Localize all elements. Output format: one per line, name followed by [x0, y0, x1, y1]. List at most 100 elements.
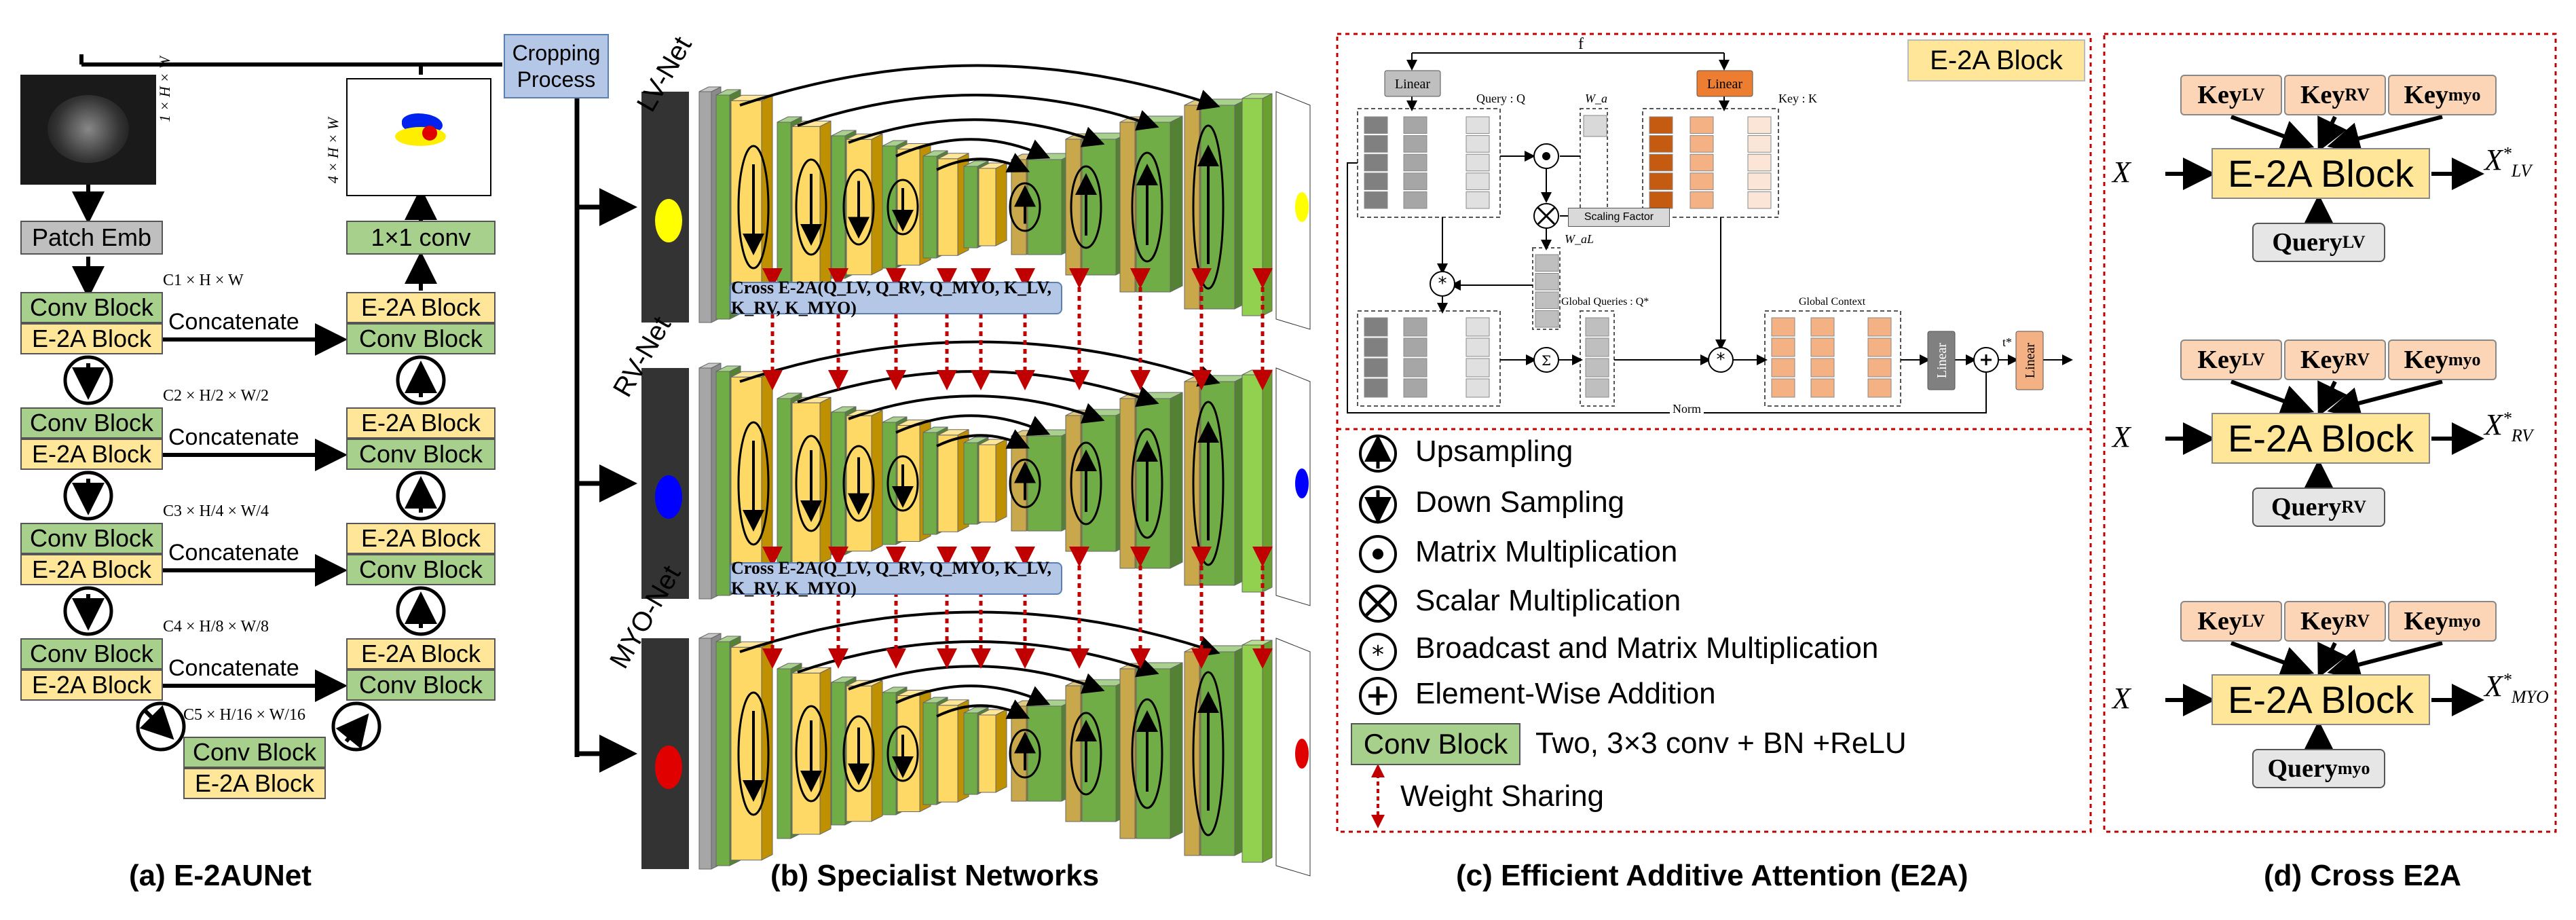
decoder-conv-block: Conv Block — [346, 323, 496, 354]
downsampling-ellipse — [842, 445, 875, 522]
key-cell — [1747, 191, 1772, 209]
encoder-green-layer — [715, 641, 730, 866]
encoder-green-layer-top — [777, 663, 802, 669]
encoder-yellow-layer — [937, 705, 958, 803]
svg-text:Linear: Linear — [1707, 77, 1743, 92]
encoder-green-layer-top — [715, 89, 741, 96]
query-cell — [1364, 191, 1388, 209]
encoder-e2a-block: E-2A Block — [20, 554, 163, 585]
context-cell — [1810, 378, 1835, 398]
context-cell — [1867, 337, 1892, 357]
key-cell — [1649, 172, 1673, 190]
svg-text:Linear: Linear — [1395, 77, 1431, 92]
encoder-e2a-block: E-2A Block — [20, 323, 163, 354]
input-layer — [698, 638, 712, 870]
norm-label: Norm — [1670, 402, 1704, 416]
downsampling-ellipse — [795, 158, 827, 256]
decoder-green-layer — [1200, 651, 1235, 856]
output-mask — [1295, 739, 1309, 769]
key-cell — [1747, 135, 1772, 153]
token-cell — [1364, 317, 1388, 337]
decoder-green-layer — [1136, 668, 1171, 839]
upsampling-ellipse — [1009, 729, 1041, 779]
encoder-yellow-layer — [897, 149, 920, 265]
downsampling-ellipse — [886, 455, 919, 512]
svg-text:Σ: Σ — [1542, 352, 1551, 369]
x-output-label: X*LV — [2484, 143, 2532, 181]
upsampling-ellipse — [1131, 698, 1163, 809]
skip-connection-arc — [936, 429, 1030, 449]
legend-down-arrow-text: Down Sampling — [1415, 485, 1625, 519]
cross-e2a-arrow — [2317, 115, 2347, 152]
query-cell — [1403, 172, 1427, 190]
panel-d-caption: (d) Cross E2A — [2264, 859, 2461, 892]
svg-text:*: * — [1438, 274, 1447, 294]
encoder-yellow-layer — [897, 425, 920, 542]
encoder-green-layer — [882, 145, 897, 269]
structure-mask — [655, 746, 682, 789]
encoder-conv-block: Conv Block — [20, 407, 163, 439]
legend-icons — [1359, 435, 1397, 715]
output-mask-plane — [1275, 638, 1311, 877]
encoder-green-layer-top — [922, 150, 948, 157]
output-mask — [1295, 468, 1309, 498]
wa-cell — [1583, 115, 1607, 137]
input-layer-top — [698, 86, 722, 92]
encoder-green-layer-top — [963, 437, 989, 443]
key-cell — [1747, 153, 1772, 172]
decoder-green-layer — [1027, 159, 1062, 255]
decoder-conv-block: Conv Block — [346, 669, 496, 701]
downsampling-ellipse — [737, 145, 770, 270]
upsampling-ellipse — [1131, 151, 1163, 263]
x-input-label: X — [2112, 420, 2131, 454]
query-cell — [1364, 153, 1388, 172]
upsampling-ellipse — [1009, 182, 1041, 232]
cross-e2a-arrow — [2317, 642, 2347, 678]
wal-cell — [1535, 273, 1559, 291]
panel-c-caption: (c) Efficient Additive Attention (E2A) — [1456, 859, 1968, 892]
encoder-yellow-layer — [897, 695, 920, 812]
tstar-label: t* — [2002, 335, 2013, 349]
legend-conv-block: Conv Block — [1351, 723, 1520, 765]
downsampling-ellipse — [737, 691, 770, 816]
panel-c-frames — [1336, 33, 2557, 833]
encoder-green-layer-top — [882, 140, 908, 147]
global-query-cell — [1585, 337, 1609, 357]
structure-mask — [655, 199, 682, 242]
output-layer-top — [1242, 93, 1273, 99]
output-mask-plane — [1275, 91, 1311, 330]
skip-connection-arc — [739, 610, 1220, 657]
token-cell — [1403, 317, 1427, 337]
decoder-green-layer-side — [1170, 392, 1183, 569]
downsampling-ellipse — [842, 168, 875, 246]
cropping-process-box: Cropping Process — [504, 34, 609, 98]
encoder-yellow-layer — [978, 714, 996, 793]
panel-a-caption: (a) E-2AUNet — [129, 859, 312, 892]
query-cell — [1466, 116, 1490, 134]
global-query-cell — [1585, 317, 1609, 337]
decoder-green-layer — [1200, 105, 1235, 310]
key-cell — [1690, 153, 1714, 172]
encoder-yellow-layer-top — [937, 699, 969, 706]
wal-cell — [1535, 291, 1559, 309]
upsampling-ellipse — [1070, 165, 1102, 249]
encoder-green-layer — [963, 166, 978, 249]
cross-e2a-arrow — [2327, 641, 2443, 681]
concatenate-label: Concatenate — [168, 424, 299, 450]
encoder-green-layer — [882, 692, 897, 815]
concatenate-label: Concatenate — [168, 309, 299, 335]
input-layer — [698, 367, 712, 600]
skip-connection-arc — [797, 94, 1159, 131]
encoder-green-layer-top — [831, 130, 857, 136]
context-cell — [1771, 358, 1795, 378]
decoder-tan-layer — [1065, 685, 1081, 822]
key-cell — [1649, 153, 1673, 172]
encoder-green-layer-top — [882, 686, 908, 693]
decoder-green-layer-side — [1170, 662, 1183, 839]
